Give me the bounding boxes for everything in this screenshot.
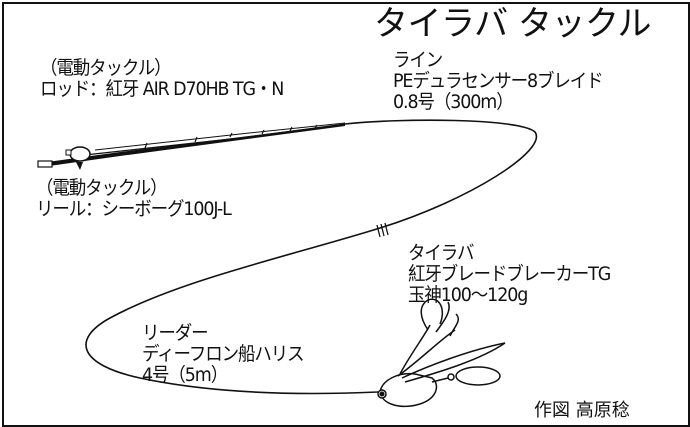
leader-label: リーダー ディーフロン船ハリス 4号（5m）: [142, 322, 305, 386]
lure-heading: タイラバ: [408, 242, 474, 264]
line-label: ライン PEデュラセンサー8ブレイド 0.8号（300m）: [393, 49, 604, 113]
line-product: PEデュラセンサー8ブレイド: [393, 70, 604, 92]
electric-reel-icon: [65, 146, 91, 170]
fishing-rod-icon: [37, 122, 346, 168]
line-knot-icon: [376, 222, 389, 238]
reel-model: リール：シーボーグ100J-L: [36, 198, 232, 220]
reel-category: （電動タックル）: [36, 177, 168, 199]
lure-label: タイラバ 紅牙ブレードブレーカーTG 玉神100〜120g: [408, 242, 611, 306]
tai-rubber-lure-icon: [377, 298, 506, 408]
lure-product: 紅牙ブレードブレーカーTG: [408, 263, 611, 285]
line-spec: 0.8号（300m）: [393, 91, 514, 113]
main-line-path: [85, 119, 538, 395]
page-title: タイラバ タックル: [374, 4, 651, 44]
reel-label: （電動タックル） リール：シーボーグ100J-L: [36, 177, 232, 220]
line-heading: ライン: [393, 49, 443, 71]
rod-label: （電動タックル） ロッド：紅牙 AIR D70HB TG・N: [40, 57, 284, 100]
leader-product: ディーフロン船ハリス: [142, 343, 305, 365]
rod-category: （電動タックル）: [40, 57, 172, 79]
lure-spec: 玉神100〜120g: [408, 284, 528, 306]
rod-model: ロッド：紅牙 AIR D70HB TG・N: [40, 78, 284, 100]
leader-heading: リーダー: [142, 322, 209, 344]
illustration-credit: 作図 高原稔: [534, 400, 630, 421]
leader-spec: 4号（5m）: [142, 364, 228, 386]
